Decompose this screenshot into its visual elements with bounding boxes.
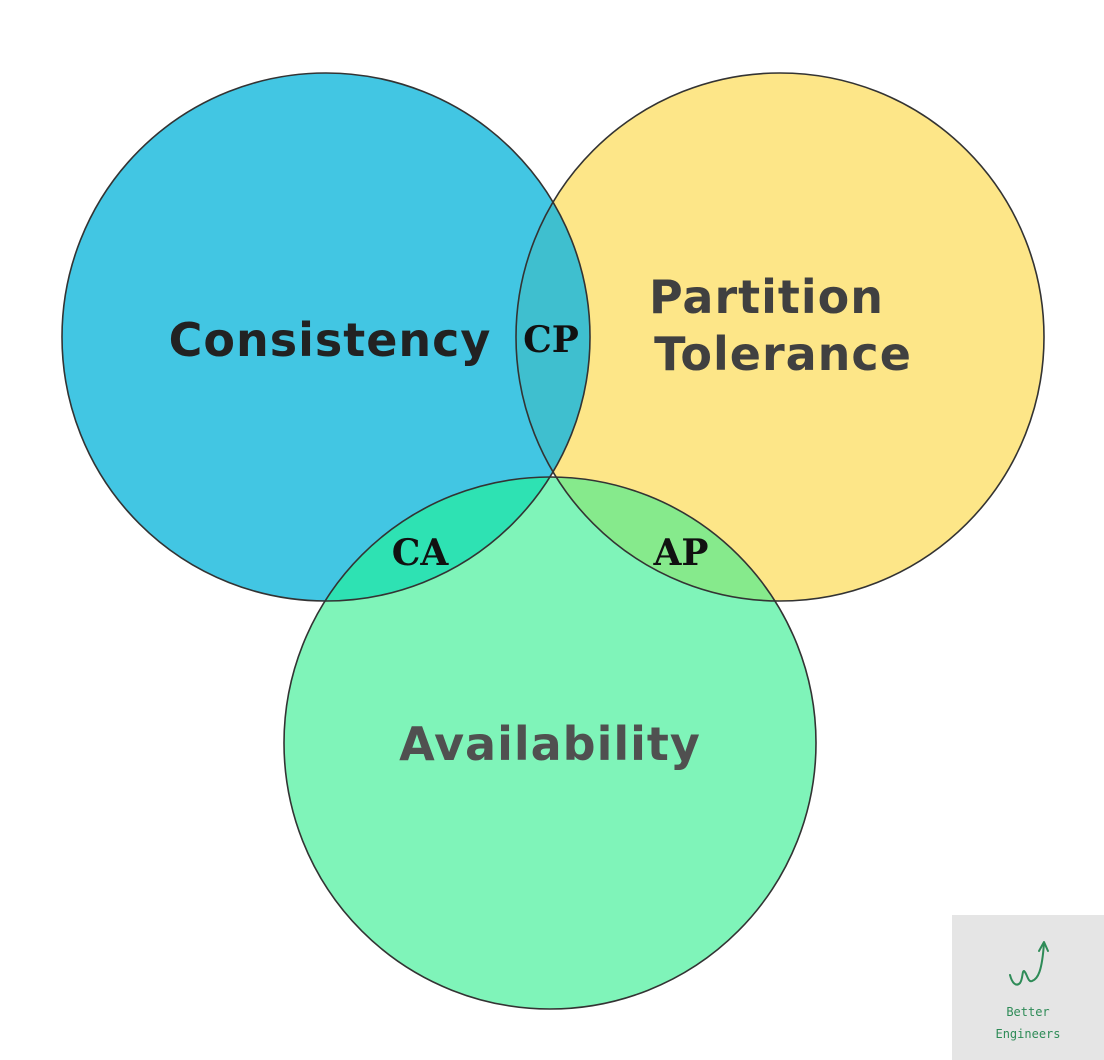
availability-outline	[283, 476, 817, 1010]
consistency-circle	[62, 73, 590, 601]
partition-tolerance-label: Partition Tolerance	[649, 270, 912, 381]
ap-label: AP	[652, 532, 708, 574]
better-engineers-logo: Better Engineers	[952, 915, 1104, 1060]
partition-tolerance-circle	[516, 73, 1044, 601]
rising-arrow-icon	[1009, 941, 1049, 986]
ca-label: CA	[392, 532, 450, 574]
consistency-outline	[61, 72, 591, 602]
partition-tolerance-outline	[515, 72, 1045, 602]
availability-circle	[284, 477, 816, 1009]
logo-text-line2: Engineers	[995, 1027, 1061, 1041]
availability-label: Availability	[399, 717, 701, 771]
cp-label: CP	[523, 319, 579, 361]
consistency-label: Consistency	[169, 313, 492, 367]
logo-text-line1: Better	[1006, 1005, 1050, 1019]
